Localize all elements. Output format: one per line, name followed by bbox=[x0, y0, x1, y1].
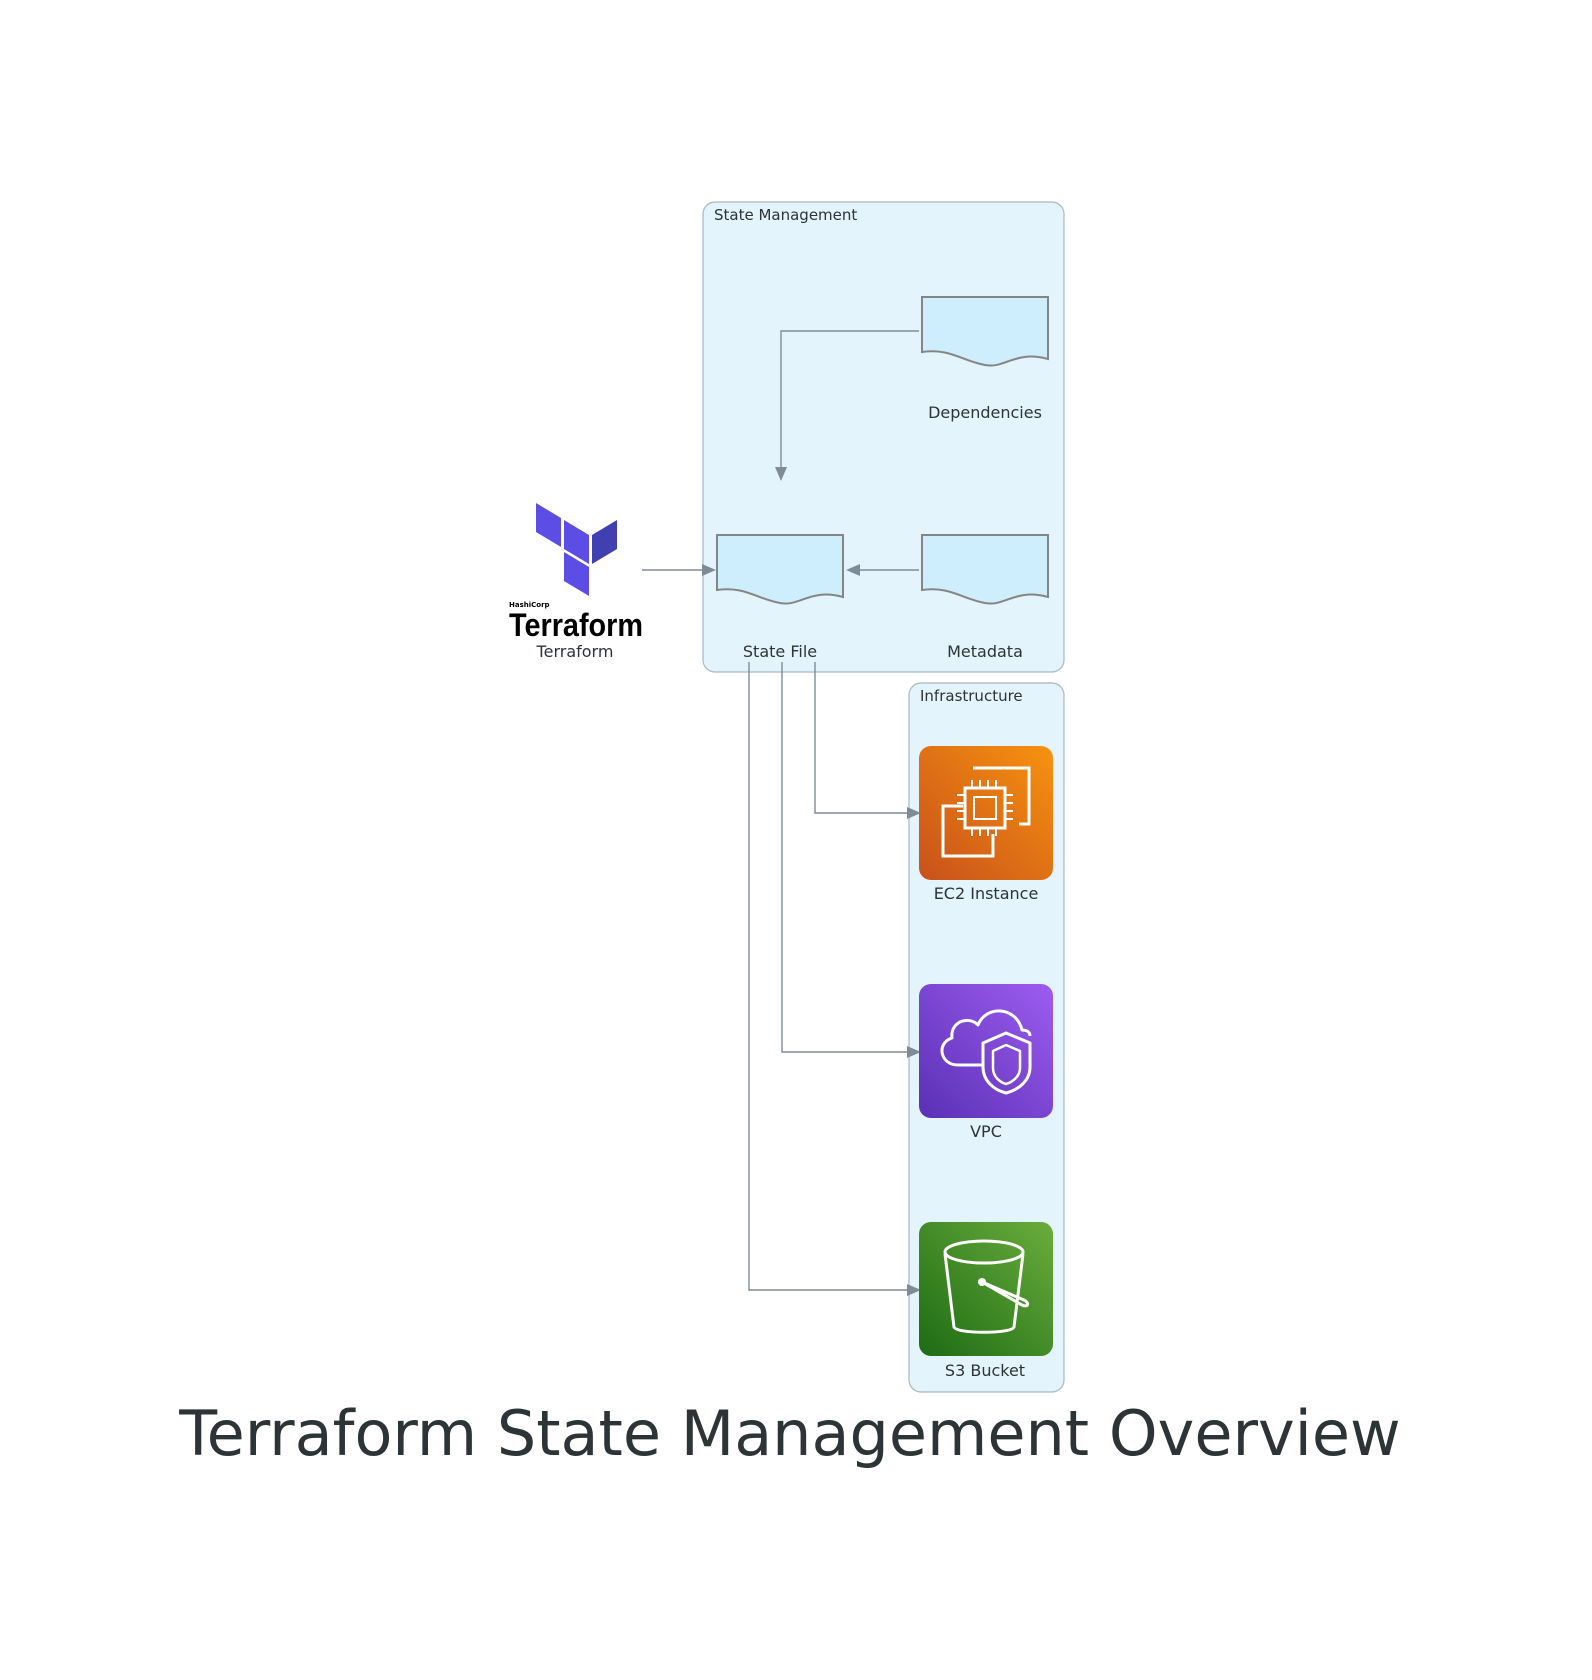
cluster-infrastructure-label: Infrastructure bbox=[920, 687, 1023, 705]
terraform-logo-icon: HashiCorp Terraform bbox=[509, 503, 643, 643]
node-s3-bucket[interactable]: S3 Bucket bbox=[919, 1222, 1053, 1380]
cluster-state-management: State Management bbox=[702, 201, 1065, 673]
document-icon bbox=[716, 534, 844, 605]
node-s3-bucket-label: S3 Bucket bbox=[945, 1361, 1025, 1380]
edge-state-file-to-s3 bbox=[748, 662, 921, 1296]
node-metadata-label: Metadata bbox=[947, 642, 1023, 661]
node-metadata[interactable]: Metadata bbox=[921, 534, 1049, 661]
document-icon bbox=[921, 296, 1049, 367]
node-terraform[interactable]: HashiCorp Terraform Terraform bbox=[509, 503, 643, 661]
ec2-chip-icon bbox=[919, 746, 1053, 880]
bucket-icon bbox=[919, 1222, 1053, 1356]
edges bbox=[642, 330, 921, 1296]
cloud-shield-icon bbox=[919, 984, 1053, 1118]
node-vpc-label: VPC bbox=[970, 1122, 1002, 1141]
node-state-file-label: State File bbox=[743, 642, 817, 661]
node-dependencies[interactable]: Dependencies bbox=[921, 296, 1049, 422]
node-ec2-instance-label: EC2 Instance bbox=[934, 884, 1039, 903]
hashicorp-wordmark: HashiCorp bbox=[509, 601, 550, 609]
node-state-file[interactable]: State File bbox=[716, 534, 844, 661]
edge-state-file-to-ec2 bbox=[814, 662, 921, 819]
node-dependencies-label: Dependencies bbox=[928, 403, 1042, 422]
cluster-state-management-label: State Management bbox=[714, 206, 857, 224]
cluster-state-management-box bbox=[702, 201, 1065, 673]
diagram-title: Terraform State Management Overview bbox=[178, 1397, 1400, 1470]
node-ec2-instance[interactable]: EC2 Instance bbox=[919, 746, 1053, 903]
node-vpc[interactable]: VPC bbox=[919, 984, 1053, 1141]
document-icon bbox=[921, 534, 1049, 605]
edge-state-file-to-vpc bbox=[781, 662, 921, 1058]
edge-metadata-to-state-file bbox=[846, 564, 919, 576]
terraform-wordmark: Terraform bbox=[509, 607, 643, 643]
node-terraform-label: Terraform bbox=[536, 642, 614, 661]
edge-dependencies-to-state-file bbox=[775, 330, 919, 481]
edge-terraform-to-state-file bbox=[642, 564, 716, 576]
